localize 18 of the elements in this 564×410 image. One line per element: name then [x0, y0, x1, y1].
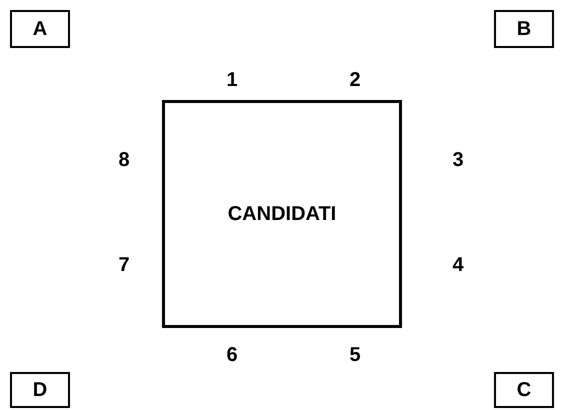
corner-box	[10, 10, 70, 48]
position-number: 5	[348, 343, 362, 367]
position-number: 4	[451, 253, 465, 277]
position-number: 8	[117, 148, 131, 172]
position-number: 7	[117, 253, 131, 277]
corner-letter: B	[516, 18, 532, 40]
area-label: CANDIDATI	[228, 202, 336, 226]
position-number: 2	[348, 68, 362, 92]
position-number: 6	[225, 343, 239, 367]
corner-letter: D	[32, 378, 48, 402]
corner-box	[10, 372, 70, 408]
corner-letter: A	[32, 18, 48, 40]
position-number: 1	[225, 68, 239, 92]
seating-area-box	[162, 100, 402, 328]
corner-box	[494, 372, 554, 408]
position-number: 3	[451, 148, 465, 172]
corner-box	[494, 10, 554, 48]
corner-letter: C	[516, 378, 532, 402]
